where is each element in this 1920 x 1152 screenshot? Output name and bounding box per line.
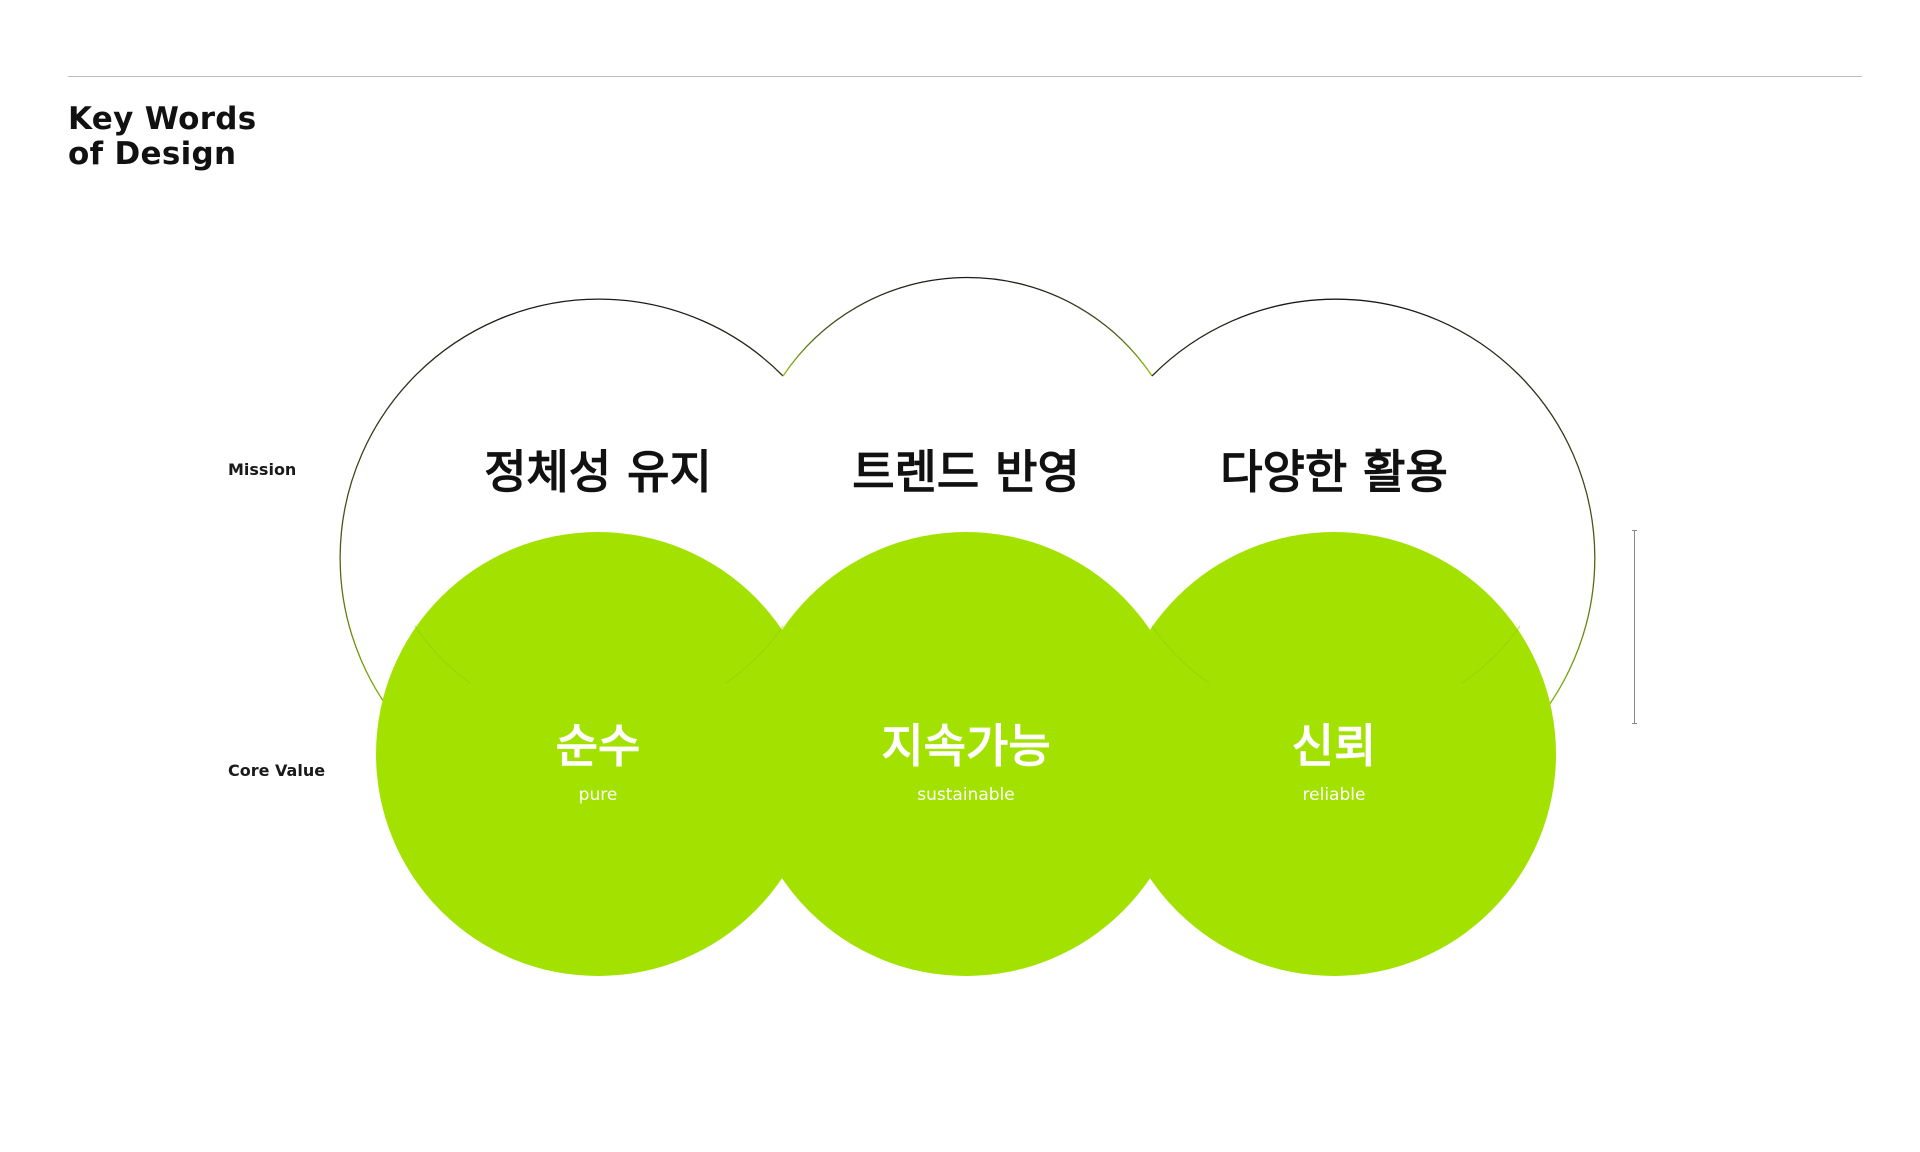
core-label-2: 지속가능 (881, 719, 1050, 773)
page-title: Key Words of Design (68, 102, 257, 172)
mission-label-3: 다양한 활용 (1220, 445, 1448, 499)
mission-circle-1 (339, 298, 784, 741)
core-circle-1 (376, 532, 820, 976)
mission-label-1: 정체성 유지 (484, 445, 712, 499)
mission-circle-2 (782, 276, 1153, 377)
row-label-core-value: Core Value (228, 761, 326, 780)
page-title-line-1: Key Words (68, 101, 257, 137)
core-value-circles (376, 532, 1556, 976)
overlap-hint-left (414, 625, 471, 684)
overlap-hint-right (1461, 625, 1521, 684)
mission-circles (339, 276, 1596, 741)
overlap-hint-mid-right (1151, 625, 1210, 684)
core-sublabel-1: pure (579, 785, 618, 805)
overlap-hint-mid-left (725, 625, 784, 684)
overlap-hints (414, 625, 1521, 684)
core-sublabel-3: reliable (1303, 785, 1366, 805)
core-circle-3 (1112, 532, 1556, 976)
vertical-range-indicator (1632, 530, 1637, 724)
page-title-line-2: of Design (68, 136, 237, 172)
core-sublabel-2: sustainable (917, 785, 1014, 805)
mission-circle-3 (1151, 298, 1596, 741)
row-label-mission: Mission (228, 460, 297, 479)
core-circle-2 (744, 532, 1188, 976)
core-label-1: 순수 (556, 719, 641, 773)
mission-label-2: 트렌드 반영 (852, 445, 1080, 499)
top-divider (68, 76, 1862, 77)
core-label-3: 신뢰 (1292, 719, 1377, 773)
